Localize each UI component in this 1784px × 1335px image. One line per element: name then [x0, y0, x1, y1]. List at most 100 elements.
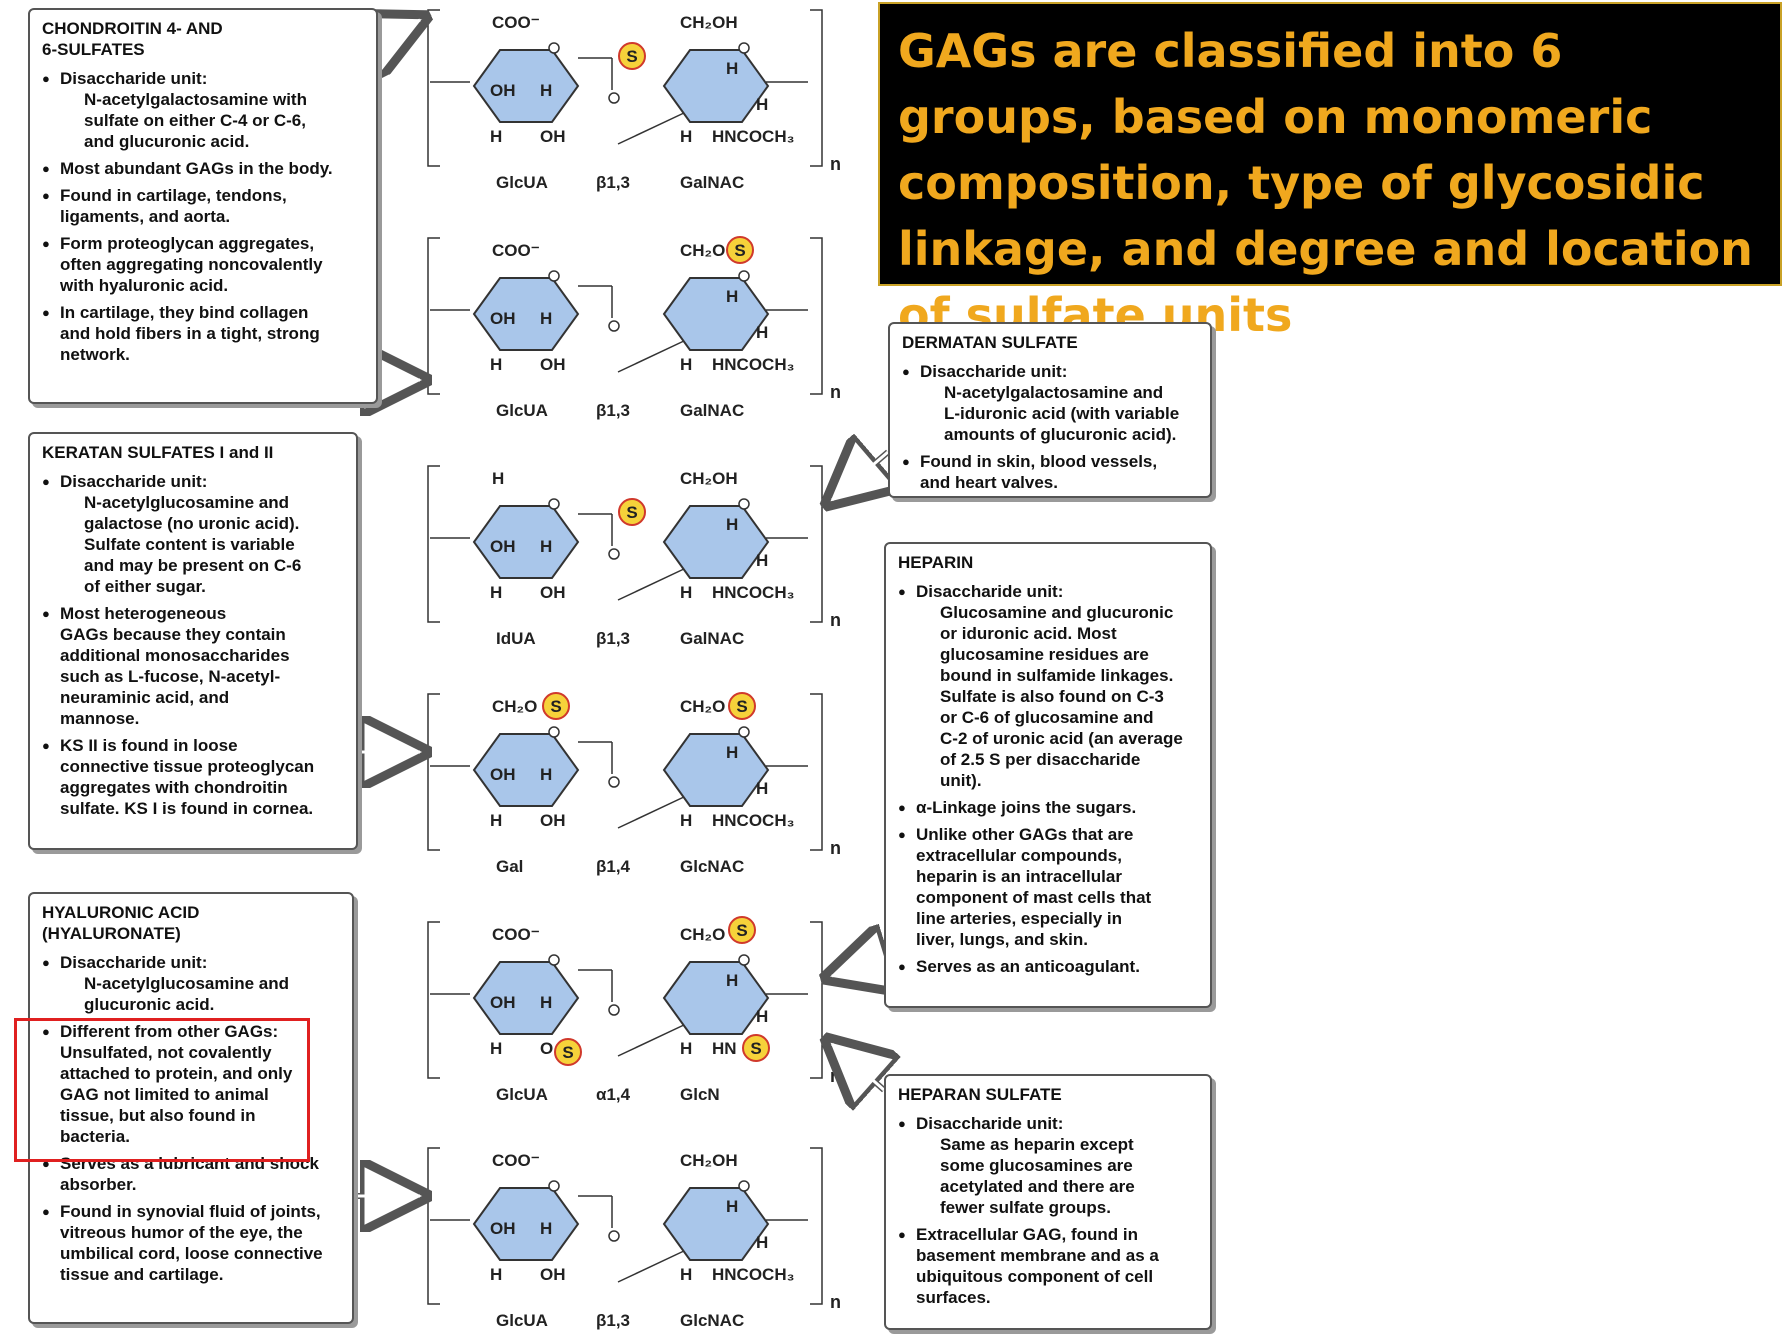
bullet-lead: Serves as an anticoagulant.	[916, 957, 1140, 976]
left-bracket	[427, 921, 440, 1079]
left-sugar-name: GlcUA	[496, 173, 548, 192]
arrows-group	[356, 20, 888, 1196]
linkage-label: β1,3	[596, 401, 630, 420]
left-sugar-name: GlcUA	[496, 1085, 548, 1104]
bullet-item: Found in cartilage, tendons, ligaments, …	[42, 185, 366, 227]
ring-substituent: H	[756, 1233, 768, 1252]
sulfate-label: S	[736, 697, 747, 716]
bullet-item: Serves as a lubricant and shock absorber…	[42, 1153, 342, 1195]
ring-substituent: H	[490, 811, 502, 830]
chain-bond	[617, 1023, 687, 1057]
left-sugar-name: GlcUA	[496, 1311, 548, 1330]
sugar-ring	[472, 1187, 580, 1261]
chain-bond	[617, 339, 687, 373]
sugar-ring	[662, 733, 770, 807]
heparin-title: HEPARIN	[898, 553, 974, 572]
glycosidic-oxygen	[608, 776, 620, 788]
ring-substituent: H	[680, 811, 692, 830]
bullet-sub: Same as heparin except some glucosamines…	[940, 1135, 1135, 1217]
right-bracket	[810, 921, 823, 1079]
ring-oxygen	[548, 1180, 560, 1192]
sugar-ring	[662, 1187, 770, 1261]
sulfate-icon	[618, 498, 646, 526]
glycosidic-oxygen	[608, 1230, 620, 1242]
sulfate-label: S	[562, 1043, 573, 1062]
connector-arrow-inner	[831, 958, 885, 978]
heparin-info-box: HEPARIN Disaccharide unit:Glucosamine and…	[884, 542, 1212, 1008]
left-top-group: COO⁻	[492, 13, 540, 32]
ring-substituent: H	[680, 583, 692, 602]
ring-substituent: H	[756, 551, 768, 570]
keratan-bullet-list: Disaccharide unit:N-acetylglucosamine an…	[42, 471, 346, 819]
bullet-lead: Disaccharide unit:	[916, 582, 1064, 601]
sugar-ring	[472, 49, 580, 123]
bullet-item: KS II is found in loose connective tissu…	[42, 735, 346, 819]
right-top-group: CH₂OH	[680, 469, 738, 488]
ring-substituent: H	[726, 59, 738, 78]
right-bottom-group: HN	[712, 1039, 737, 1058]
right-bracket	[810, 465, 823, 623]
bullet-item: Extracellular GAG, found in basement mem…	[898, 1224, 1200, 1308]
bullet-lead: Disaccharide unit:	[916, 1114, 1064, 1133]
chain-bond	[617, 1249, 687, 1283]
right-sugar-name: GalNAC	[680, 401, 744, 420]
bullet-lead: In cartilage, they bind collagen and hol…	[60, 303, 320, 364]
bullet-item: Disaccharide unit: Same as heparin except…	[898, 1113, 1200, 1218]
right-top-group: CH₂OH	[680, 1151, 738, 1170]
right-bracket	[810, 237, 823, 395]
right-bottom-group: HNCOCH₃	[712, 127, 794, 146]
linkage-label: β1,3	[596, 173, 630, 192]
heparan-title: HEPARAN SULFATE	[898, 1085, 1062, 1104]
bullet-item: Disaccharide unit: N-acetylglucosamine an…	[42, 952, 342, 1015]
ring-substituent: H	[680, 127, 692, 146]
ring-substituent: OH	[490, 309, 516, 328]
bullet-item: Disaccharide unit:N-acetylglucosamine an…	[42, 471, 346, 597]
bullet-lead: Found in skin, blood vessels, and heart …	[920, 452, 1158, 492]
sulfate-icon	[726, 236, 754, 264]
ring-substituent: H	[756, 95, 768, 114]
bullet-lead: KS II is found in loose connective tissu…	[60, 736, 315, 818]
sulfate-label: S	[550, 697, 561, 716]
ring-substituent: H	[756, 323, 768, 342]
glycosidic-oxygen	[608, 320, 620, 332]
ring-substituent: H	[540, 1219, 552, 1238]
sulfate-icon	[728, 692, 756, 720]
ring-substituent: OH	[490, 765, 516, 784]
keratan-info-box: KERATAN SULFATES I and IIDisaccharide un…	[28, 432, 358, 850]
left-bottom-group: OH	[540, 811, 566, 830]
bullet-item: Serves as an anticoagulant.	[898, 956, 1200, 977]
right-sugar-name: GlcNAC	[680, 1311, 744, 1330]
bullet-lead: Extracellular GAG, found in basement mem…	[916, 1225, 1159, 1307]
chondroitin-bullet-list: Disaccharide unit:N-acetylgalactosamine …	[42, 68, 366, 365]
ring-oxygen	[738, 498, 750, 510]
right-sugar-name: GlcN	[680, 1085, 720, 1104]
bullet-item: Found in skin, blood vessels, and heart …	[902, 451, 1200, 493]
left-bracket	[427, 9, 440, 167]
left-top-group: CH₂O	[492, 697, 537, 716]
linkage-label: β1,3	[596, 1311, 630, 1330]
dermatan-info-box: DERMATAN SULFATEDisaccharide unit:N-acet…	[888, 322, 1212, 498]
title-banner: GAGs are classified into 6 groups, based…	[878, 2, 1782, 342]
right-sugar-name: GlcNAC	[680, 857, 744, 876]
sugar-ring	[472, 505, 580, 579]
ring-substituent: H	[726, 743, 738, 762]
bullet-lead: Disaccharide unit:	[60, 953, 208, 972]
bullet-item: Disaccharide unit:Glucosamine and glucur…	[898, 581, 1200, 791]
sulfate-label: S	[734, 241, 745, 260]
ring-substituent: OH	[490, 1219, 516, 1238]
ring-oxygen	[738, 726, 750, 738]
sulfate-icon	[554, 1038, 582, 1066]
left-sugar-name: GlcUA	[496, 401, 548, 420]
sulfate-label: S	[750, 1039, 761, 1058]
right-bottom-group: HNCOCH₃	[712, 583, 794, 602]
hyaluronic-bullet-list: Disaccharide unit: N-acetylglucosamine an…	[42, 952, 342, 1285]
ring-substituent: H	[540, 993, 552, 1012]
chain-bond	[617, 111, 687, 145]
ring-substituent: H	[726, 1197, 738, 1216]
bullet-sub: N-acetylglucosamine and glucuronic acid.	[84, 974, 290, 1014]
bullet-lead: Different from other GAGs: Unsulfated, n…	[60, 1022, 293, 1146]
sulfate-icon	[542, 692, 570, 720]
